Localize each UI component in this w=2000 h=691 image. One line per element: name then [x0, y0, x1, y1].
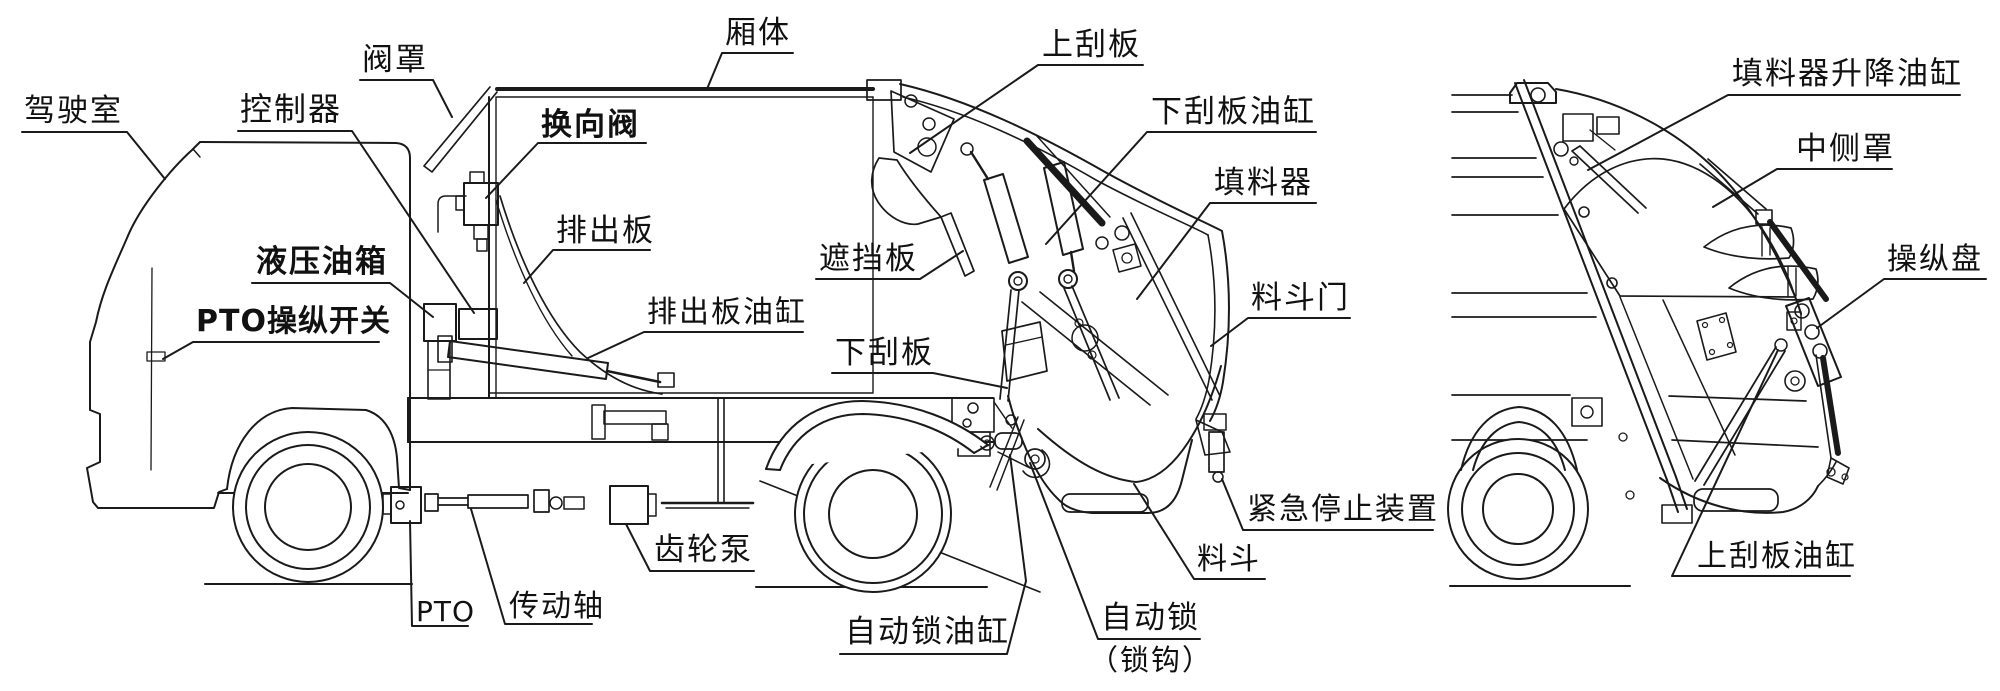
leader-filler — [1136, 202, 1317, 300]
leader-shield-plate — [815, 250, 964, 280]
label-valve-cover: 阀罩 — [362, 42, 428, 78]
label-auto-lock-note: （锁钩） — [1089, 643, 1214, 677]
leader-discharge-plate — [523, 249, 651, 284]
label-gear-pump: 齿轮泵 — [654, 532, 753, 568]
label-discharge-plate: 排出板 — [556, 213, 655, 249]
leader-hopper — [1133, 483, 1266, 580]
leader-valve-cover — [359, 79, 453, 118]
leader-pto-control-switch — [162, 341, 380, 360]
label-emergency-stop-device: 紧急停止装置 — [1247, 492, 1439, 527]
label-cab: 驾驶室 — [24, 93, 123, 129]
label-upper-scraper: 上刮板 — [1042, 27, 1141, 63]
leader-auto-lock-cylinder — [839, 454, 1027, 655]
leader-pto — [409, 520, 469, 627]
label-hopper-door: 料斗门 — [1251, 280, 1350, 316]
leader-cab — [21, 131, 166, 180]
label-drive-shaft: 传动轴 — [509, 589, 605, 624]
label-filler-lift-cylinder: 填料器升降油缸 — [1732, 56, 1963, 92]
leader-controller — [237, 130, 475, 314]
leader-upper-scraper — [909, 64, 1144, 154]
label-upper-scraper-cylinder: 上刮板油缸 — [1697, 539, 1857, 574]
leader-drive-shaft — [470, 508, 593, 625]
label-middle-side-cover: 中侧罩 — [1796, 131, 1895, 167]
label-filler: 填料器 — [1214, 165, 1313, 201]
leader-discharge-plate-cylinder — [587, 331, 804, 359]
label-hopper: 料斗 — [1197, 542, 1261, 577]
label-auto-lock-cylinder: 自动锁油缸 — [845, 614, 1010, 650]
label-directional-valve: 换向阀 — [541, 107, 640, 143]
label-pto-control-switch: PTO操纵开关 — [196, 304, 391, 339]
leader-box-body — [706, 52, 794, 90]
label-control-panel: 操纵盘 — [1887, 242, 1983, 277]
leader-upper-scraper-cylinder — [1671, 349, 1851, 577]
label-lower-scraper: 下刮板 — [835, 335, 934, 371]
label-discharge-plate-cylinder: 排出板油缸 — [647, 295, 807, 330]
side-view — [86, 79, 1231, 593]
leader-directional-valve — [485, 142, 647, 199]
label-controller: 控制器 — [240, 90, 343, 128]
label-hydraulic-oil-tank: 液压油箱 — [256, 244, 388, 280]
label-auto-lock: 自动锁 — [1101, 600, 1200, 636]
label-lower-scraper-cylinder: 下刮板油缸 — [1151, 94, 1316, 130]
label-pto: PTO — [416, 595, 476, 628]
leader-auto-lock — [1029, 462, 1201, 640]
leader-hopper-door — [1210, 317, 1351, 347]
leader-lower-scraper-cylinder — [1045, 131, 1317, 245]
leader-hydraulic-oil-tank — [251, 282, 434, 318]
leader-lines — [21, 52, 1987, 655]
leader-control-panel — [1816, 278, 1987, 329]
leader-lower-scraper — [831, 372, 1008, 389]
leader-emergency-stop — [1221, 478, 1434, 531]
label-shield-plate: 遮挡板 — [819, 241, 918, 277]
rear-view — [1447, 79, 1850, 587]
leader-middle-side-cover — [1712, 168, 1893, 208]
leader-filler-lift-cylinder — [1587, 94, 1961, 171]
label-box-body: 厢体 — [725, 15, 791, 51]
leader-gear-pump — [625, 523, 755, 572]
